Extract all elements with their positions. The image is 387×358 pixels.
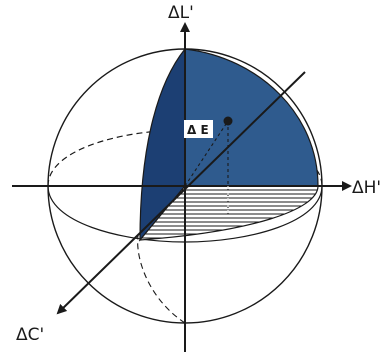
meridian-back-dashed bbox=[137, 234, 186, 324]
chroma-axis-label: ΔC' bbox=[16, 325, 44, 345]
delta-e-point bbox=[223, 116, 233, 126]
delta-e-label-box bbox=[184, 120, 213, 138]
chroma-axis bbox=[56, 71, 306, 315]
octant-top-face bbox=[184, 48, 319, 187]
hue-axis-label: ΔH' bbox=[352, 178, 381, 198]
delta-e-label: Δ E bbox=[187, 123, 209, 137]
lightness-axis-label: ΔL' bbox=[168, 3, 194, 23]
octant-front-face bbox=[139, 47, 186, 242]
delta-e-radius-line bbox=[184, 120, 229, 187]
